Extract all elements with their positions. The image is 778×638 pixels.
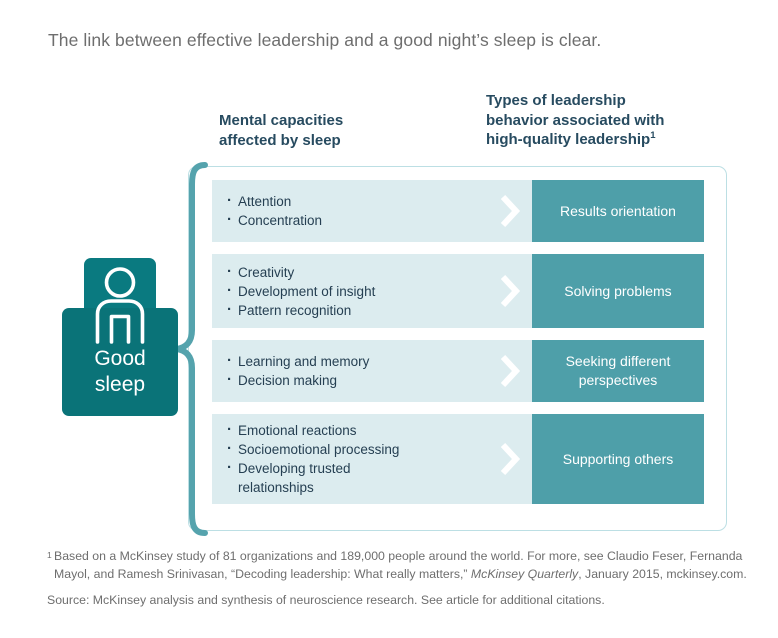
table-row: Emotional reactions Socioemotional proce… [212, 414, 704, 504]
column-header-capacities-line2: affected by sleep [219, 131, 341, 149]
column-header-behaviors-line3: high-quality leadership1 [486, 130, 726, 150]
source-note: Source: McKinsey analysis and synthesis … [47, 593, 605, 607]
good-sleep-label-line1: Good [94, 347, 146, 370]
capacity-list: Attention Concentration [212, 180, 487, 242]
column-header-behaviors-line2: behavior associated with [486, 111, 665, 129]
capacity-list: Creativity Development of insight Patter… [212, 254, 487, 328]
good-sleep-label-line2: sleep [94, 373, 146, 396]
footnote-1: 1 Based on a McKinsey study of 81 organi… [47, 548, 747, 583]
behavior-label-line1: Seeking different [565, 353, 671, 369]
behavior-label: Seeking different perspectives [532, 340, 704, 402]
list-item: Developing trusted relationships [227, 458, 487, 497]
capacity-list: Learning and memory Decision making [212, 340, 487, 402]
footnotes: 1 Based on a McKinsey study of 81 organi… [47, 548, 747, 610]
behavior-label-line2: perspectives [578, 372, 658, 388]
badge-bottom-block [62, 308, 178, 416]
chevron-right-icon [487, 254, 532, 328]
list-item-continuation: relationships [238, 480, 314, 495]
table-row: Learning and memory Decision making Seek… [212, 340, 704, 402]
list-item: Socioemotional processing [227, 439, 487, 459]
list-item: Pattern recognition [227, 300, 487, 320]
column-header-capacities-line1: Mental capacities [219, 112, 344, 129]
footnote-1-line3: , January 2015, mckinsey.com. [578, 566, 747, 581]
chevron-right-icon [487, 180, 532, 242]
footnote-1-line2: Claudio Feser, Fernanda Mayol, and Rames… [54, 549, 743, 581]
footnote-marker-superscript: 1 [650, 130, 656, 141]
list-item: Concentration [227, 210, 487, 230]
page-title: The link between effective leadership an… [48, 30, 602, 50]
capacity-list: Emotional reactions Socioemotional proce… [212, 414, 487, 504]
column-header-behaviors: Types of leadership behavior associated … [486, 91, 726, 150]
person-in-bed-icon [84, 262, 156, 344]
chevron-right-icon [487, 414, 532, 504]
good-sleep-badge: Good sleep [62, 258, 178, 416]
footnote-1-publication: McKinsey Quarterly [470, 566, 579, 581]
list-item: Development of insight [227, 281, 487, 301]
diagram-rows: Attention Concentration Results orientat… [212, 180, 704, 504]
list-item: Learning and memory [227, 351, 487, 371]
footnote-1-line1: Based on a McKinsey study of 81 organiza… [54, 549, 604, 563]
behavior-label: Supporting others [532, 414, 704, 504]
list-item-text: Developing trusted [238, 461, 351, 476]
column-header-behaviors-line1: Types of leadership [486, 92, 626, 109]
footnote-marker: 1 [47, 550, 52, 560]
column-header-capacities: Mental capacities affected by sleep [219, 111, 449, 150]
list-item: Creativity [227, 262, 487, 282]
behavior-label: Results orientation [532, 180, 704, 242]
behavior-label: Solving problems [532, 254, 704, 328]
chevron-right-icon [487, 340, 532, 402]
table-row: Creativity Development of insight Patter… [212, 254, 704, 328]
column-header-behaviors-line3-text: high-quality leadership [486, 131, 651, 148]
list-item: Attention [227, 191, 487, 211]
list-item: Emotional reactions [227, 420, 487, 440]
good-sleep-label: Good sleep [62, 346, 178, 398]
table-row: Attention Concentration Results orientat… [212, 180, 704, 242]
list-item: Decision making [227, 370, 487, 390]
